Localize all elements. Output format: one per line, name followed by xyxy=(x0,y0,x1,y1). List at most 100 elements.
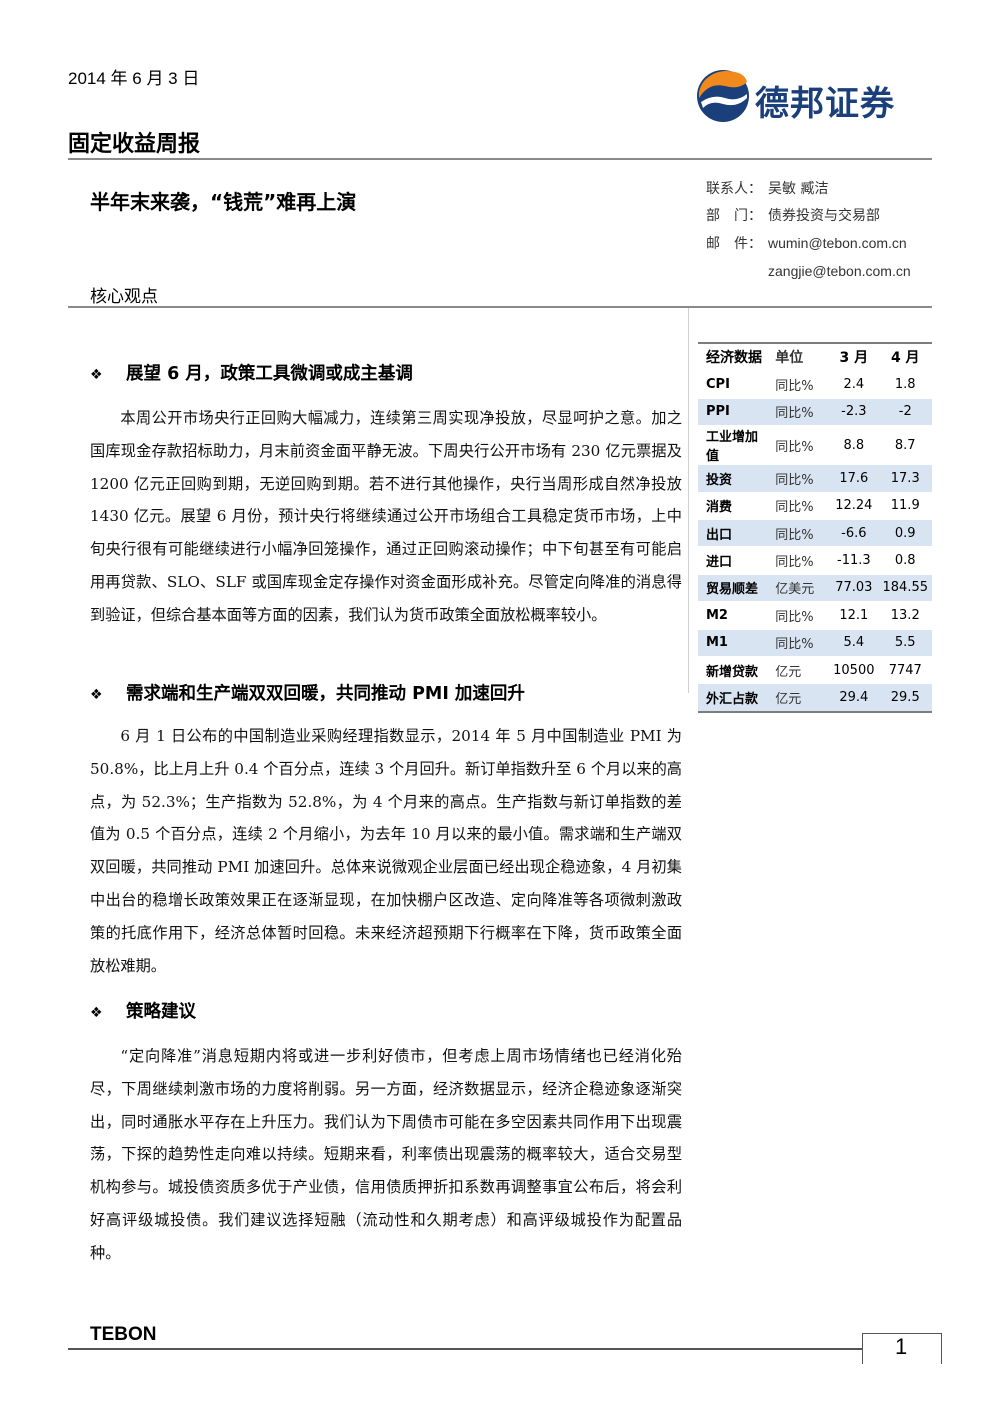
paragraph-text: “定向降准”消息短期内将或进一步利好债市，但考虑上周市场情绪也已经消化殆尽，下周… xyxy=(90,1047,682,1262)
email-row-2: zangjie@tebon.com.cn xyxy=(706,258,911,285)
table-cell: 11.9 xyxy=(878,492,932,520)
table-cell: 亿美元 xyxy=(771,574,830,603)
table-cell: 184.55 xyxy=(878,574,932,603)
section-title-3: ❖策略建议 xyxy=(90,998,196,1023)
footer-brand: TEBON xyxy=(90,1324,157,1345)
table-cell: -2.3 xyxy=(829,398,879,427)
column-divider xyxy=(688,308,689,693)
table-cell: 8.7 xyxy=(878,425,932,466)
page-number-box xyxy=(862,1333,942,1364)
table-cell: 投资 xyxy=(698,464,772,493)
table-cell: M2 xyxy=(698,601,772,630)
section-title-1: ❖ 展望 6 月，政策工具微调或成主基调 xyxy=(90,360,413,385)
table-cell: 消费 xyxy=(698,492,772,520)
section-title-text: 展望 6 月，政策工具微调或成主基调 xyxy=(126,364,413,384)
table-cell: 同比% xyxy=(771,370,830,399)
logo-wordmark: 德邦证券 xyxy=(755,84,895,124)
logo-emblem-icon xyxy=(697,70,749,122)
table-cell: 5.4 xyxy=(829,629,879,657)
table-cell: -11.3 xyxy=(829,546,879,575)
email-link-1[interactable]: wumin@tebon.com.cn xyxy=(768,235,907,251)
table-cell: 0.9 xyxy=(878,519,932,548)
section-title-text: 需求端和生产端双双回暖，共同推动 PMI 加速回升 xyxy=(126,684,525,704)
section-paragraph-2: 6 月 1 日公布的中国制造业采购经理指数显示，2014 年 5 月中国制造业 … xyxy=(90,720,682,982)
section-paragraph-1: 本周公开市场央行正回购大幅减力，连续第三周实现净投放，尽显呵护之意。加之国库现金… xyxy=(90,402,682,632)
table-cell: CPI xyxy=(698,370,772,399)
diamond-bullet-icon: ❖ xyxy=(90,687,103,703)
table-cell: 亿元 xyxy=(771,656,830,685)
table-cell: 0.8 xyxy=(878,546,932,575)
footer-divider xyxy=(68,1348,862,1350)
table-cell: 同比% xyxy=(771,629,830,657)
department-label: 部 门： xyxy=(706,208,762,224)
diamond-bullet-icon: ❖ xyxy=(90,367,103,383)
table-cell: 同比% xyxy=(771,464,830,493)
contact-row: 联系人： 吴敏 臧洁 xyxy=(706,176,911,203)
table-cell: 同比% xyxy=(771,546,830,575)
table-cell: 5.5 xyxy=(878,629,932,657)
table-cell: 17.6 xyxy=(829,464,879,493)
table-cell: 77.03 xyxy=(829,574,879,603)
table-cell: 12.24 xyxy=(829,492,879,520)
table-cell: 8.8 xyxy=(829,425,879,466)
table-cell: 17.3 xyxy=(878,464,932,493)
table-cell: 出口 xyxy=(698,519,772,548)
company-logo: 德邦证券 xyxy=(695,68,910,126)
email-link-2[interactable]: zangjie@tebon.com.cn xyxy=(768,263,911,279)
page-number: 1 xyxy=(895,1334,908,1359)
table-cell: 1.8 xyxy=(878,370,932,399)
table-cell: PPI xyxy=(698,398,772,427)
department-value: 债券投资与交易部 xyxy=(768,208,880,224)
table-cell: -6.6 xyxy=(829,519,879,548)
table-cell: 13.2 xyxy=(878,601,932,630)
section-title-text: 策略建议 xyxy=(126,1002,196,1022)
email-label: 邮 件： xyxy=(706,236,762,252)
report-type-title: 固定收益周报 xyxy=(68,132,201,157)
table-header-cell: 3 月 xyxy=(829,342,879,372)
table-header-cell: 单位 xyxy=(771,342,830,372)
table-cell: 29.4 xyxy=(829,683,879,713)
table-cell: 亿元 xyxy=(771,683,830,713)
table-cell: 10500 xyxy=(829,656,879,685)
table-cell: 同比% xyxy=(771,425,830,466)
table-header-cell: 4 月 xyxy=(878,342,932,372)
email-row: 邮 件： wumin@tebon.com.cn xyxy=(706,230,911,258)
report-date: 2014 年 6 月 3 日 xyxy=(68,69,200,88)
core-views-heading: 核心观点 xyxy=(90,287,158,307)
contact-label: 联系人： xyxy=(706,181,762,197)
table-cell: 同比% xyxy=(771,398,830,427)
table-cell: 进口 xyxy=(698,546,772,575)
table-cell: 同比% xyxy=(771,601,830,630)
table-header-cell: 经济数据 xyxy=(698,342,772,372)
table-header-row: 经济数据 单位 3 月 4 月 xyxy=(698,342,932,372)
section-title-2: ❖ 需求端和生产端双双回暖，共同推动 PMI 加速回升 xyxy=(90,680,525,705)
section-divider xyxy=(68,306,932,308)
table-cell: 新增贷款 xyxy=(698,656,772,685)
department-row: 部 门： 债券投资与交易部 xyxy=(706,203,911,230)
table-cell: 12.1 xyxy=(829,601,879,630)
table-cell: M1 xyxy=(698,629,772,657)
paragraph-text: 6 月 1 日公布的中国制造业采购经理指数显示，2014 年 5 月中国制造业 … xyxy=(90,727,682,975)
table-cell: 工业增加值 xyxy=(698,425,772,466)
section-paragraph-3: “定向降准”消息短期内将或进一步利好债市，但考虑上周市场情绪也已经消化殆尽，下周… xyxy=(90,1040,682,1270)
header-divider xyxy=(68,158,932,160)
paragraph-text: 本周公开市场央行正回购大幅减力，连续第三周实现净投放，尽显呵护之意。加之国库现金… xyxy=(90,409,682,624)
contact-block: 联系人： 吴敏 臧洁 部 门： 债券投资与交易部 邮 件： wumin@tebon.c… xyxy=(706,176,911,285)
table-cell: 贸易顺差 xyxy=(698,574,772,603)
table-cell: 外汇占款 xyxy=(698,683,772,713)
table-cell: 29.5 xyxy=(878,683,932,713)
contact-names: 吴敏 臧洁 xyxy=(768,181,829,197)
table-cell: 同比% xyxy=(771,492,830,520)
